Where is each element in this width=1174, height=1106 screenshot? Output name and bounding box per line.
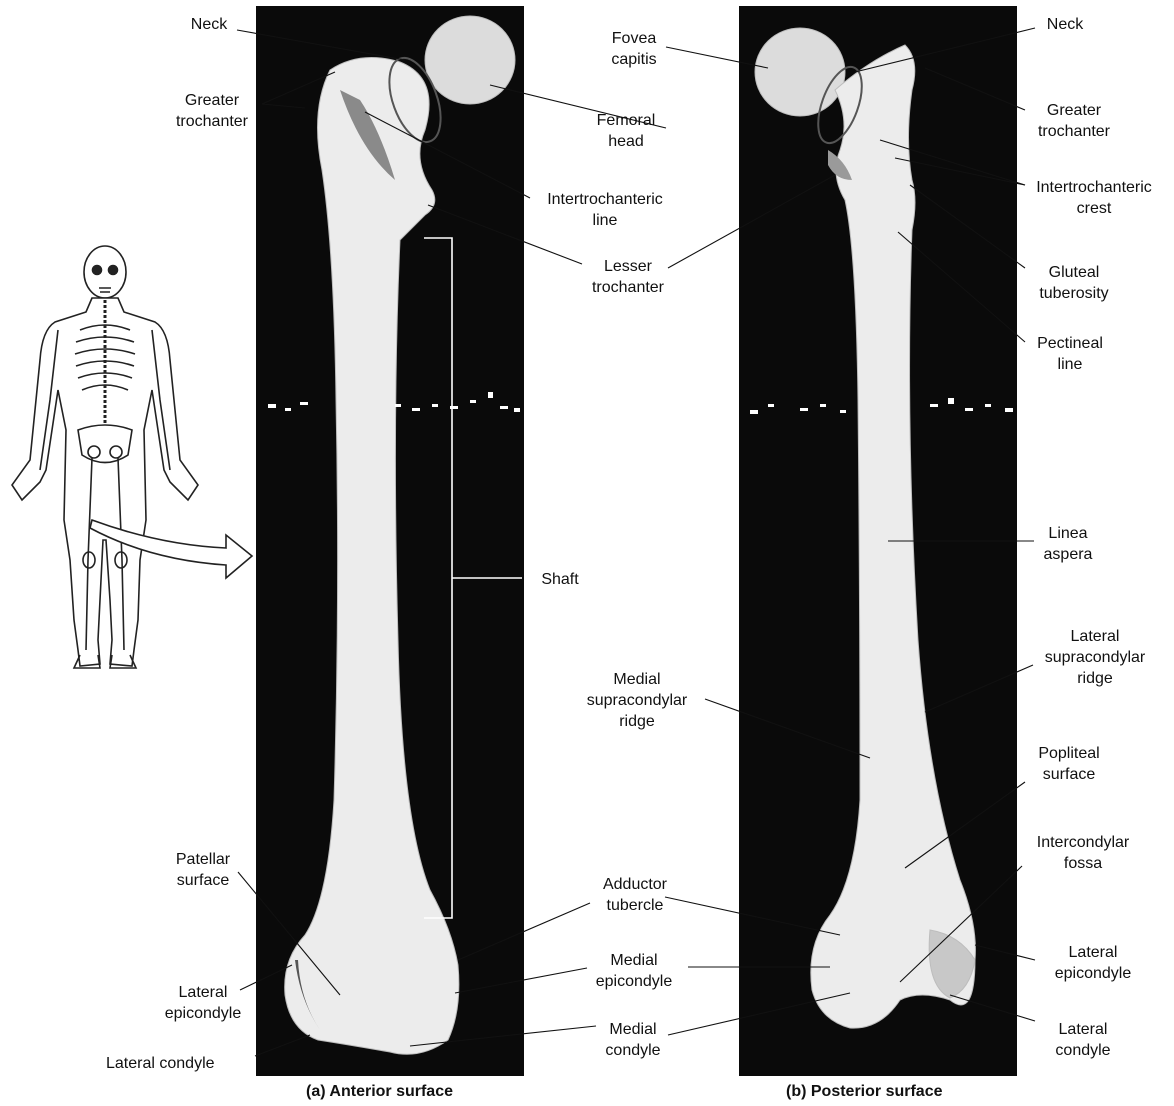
label-intercondylar-fossa: Intercondylar fossa (1020, 832, 1146, 874)
label-patellar-surface: Patellar surface (160, 849, 246, 891)
label-gluteal-tuberosity: Gluteal tuberosity (1020, 262, 1128, 304)
label-medial-supracondylar-ridge: Medial supracondylar ridge (572, 669, 702, 732)
label-anterior-lateral-condyle: Lateral condyle (106, 1053, 215, 1074)
posterior-caption: (b) Posterior surface (786, 1083, 942, 1101)
label-lesser-trochanter: Lesser trochanter (578, 256, 678, 298)
label-pectineal-line: Pectineal line (1022, 333, 1118, 375)
label-anterior-medial-epicondyle: Medial epicondyle (580, 950, 688, 992)
label-anterior-lateral-epicondyle: Lateral epicondyle (160, 982, 246, 1024)
label-popliteal-surface: Popliteal surface (1024, 743, 1114, 785)
label-posterior-lateral-epicondyle: Lateral epicondyle (1040, 942, 1146, 984)
anterior-caption: (a) Anterior surface (306, 1083, 453, 1101)
label-femoral-head: Femoral head (586, 110, 666, 152)
label-adductor-tubercle: Adductor tubercle (582, 874, 688, 916)
label-lateral-supracondylar-ridge: Lateral supracondylar ridge (1030, 626, 1160, 689)
label-intertrochanteric-crest: Intertrochanteric crest (1018, 177, 1170, 219)
label-posterior-greater-trochanter: Greater trochanter (1024, 100, 1124, 142)
label-anterior-neck: Neck (180, 14, 238, 35)
label-shaft: Shaft (530, 569, 590, 590)
label-intertrochanteric-line: Intertrochanteric line (530, 189, 680, 231)
skeleton-icon (12, 246, 198, 668)
label-posterior-lateral-condyle: Lateral condyle (1040, 1019, 1126, 1061)
label-anterior-greater-trochanter: Greater trochanter (162, 90, 262, 132)
label-linea-aspera: Linea aspera (1030, 523, 1106, 565)
label-posterior-neck: Neck (1036, 14, 1094, 35)
label-anterior-medial-condyle: Medial condyle (590, 1019, 676, 1061)
label-fovea-capitis: Fovea capitis (594, 28, 674, 70)
